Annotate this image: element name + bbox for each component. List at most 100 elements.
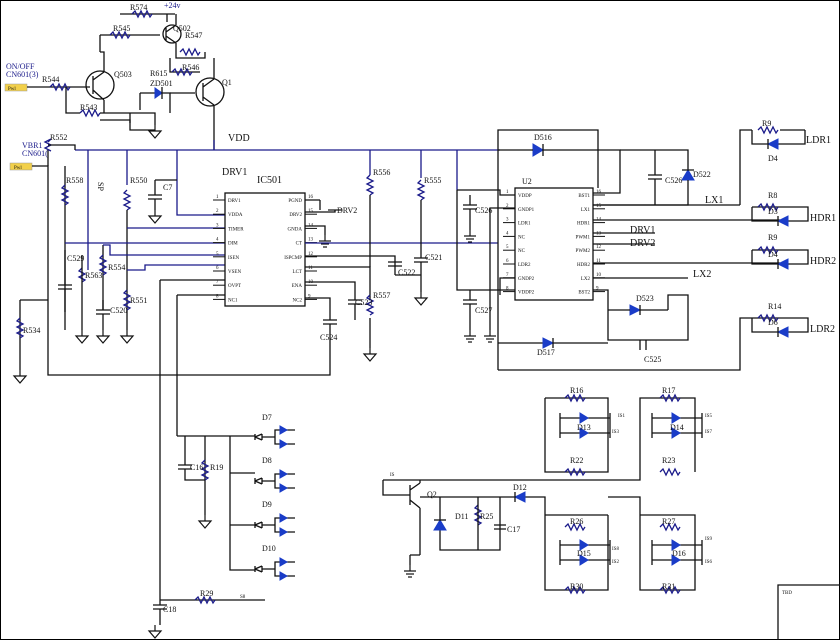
led-d10-symbol xyxy=(279,557,289,581)
u2-chip: 1VDDP2GNDP13LDR14NC5NC6LDR27GNDP28VDDP2 … xyxy=(503,187,605,301)
quad-led-14-symbol xyxy=(671,412,681,439)
diode-d6 xyxy=(776,326,789,338)
led-d7-symbol xyxy=(279,425,289,449)
led-d9-symbol xyxy=(279,513,289,537)
resistor-r30 xyxy=(564,585,586,595)
labels: R574 +24v R545 Q502 R547 ON/OFF CN601(3)… xyxy=(6,1,836,614)
u2-pin-signal: LDR1 xyxy=(518,222,531,227)
resistor-r550 xyxy=(122,189,132,211)
label-hdr2: HDR2 xyxy=(810,256,836,267)
resistor-r17 xyxy=(659,393,681,403)
label-is2: IS2 xyxy=(612,560,619,565)
u2-pin-signal: VDDP xyxy=(518,194,532,199)
u2-pin-signal: BST1 xyxy=(578,194,590,199)
resistor-r574 xyxy=(131,9,153,19)
ic501-pin-number: 10 xyxy=(308,280,314,285)
label-d9: D9 xyxy=(262,500,272,509)
u2-pin-signal: NC xyxy=(518,249,526,254)
ic501-pin-number: 1 xyxy=(216,195,219,200)
u2-pin-signal: GNDP2 xyxy=(518,277,535,282)
resistor-r9-mid xyxy=(757,245,779,255)
label-r574: R574 xyxy=(130,3,147,12)
label-r615: R615 xyxy=(150,69,167,78)
transistor-q503 xyxy=(85,70,115,100)
u2-pin-number: 15 xyxy=(596,204,602,209)
label-d517: D517 xyxy=(537,348,555,357)
label-c527: C527 xyxy=(475,306,492,315)
diode-d4-mid xyxy=(776,258,789,270)
u2-pin-signal: PWM2 xyxy=(576,249,591,254)
diode-d3 xyxy=(776,215,789,227)
label-r22: R22 xyxy=(570,456,583,465)
label-c16: C16 xyxy=(190,463,203,472)
ic501-pin-number: 12 xyxy=(308,252,314,257)
ic501-pin-signal: PGND xyxy=(288,199,302,204)
resistor-r534 xyxy=(15,317,25,339)
label-ldr2: LDR2 xyxy=(810,324,835,335)
diode-d523 xyxy=(629,304,642,316)
diode-d12 xyxy=(513,491,526,503)
u2-pin-number: 8 xyxy=(506,287,509,292)
label-onoff-conn: CN601(3) xyxy=(6,70,39,79)
ic501-pin-signal: TIMER xyxy=(228,227,244,232)
resistor-r27 xyxy=(659,522,681,532)
ic501-pin-signal: DRV1 xyxy=(228,199,241,204)
u2-pin-number: 11 xyxy=(596,259,601,264)
label-d16: D16 xyxy=(672,549,686,558)
label-d8: D8 xyxy=(262,456,272,465)
capacitor-c18 xyxy=(153,590,167,625)
resistor-r9-top xyxy=(757,125,779,135)
label-d15: D15 xyxy=(577,549,591,558)
resistor-r16 xyxy=(564,393,586,403)
u2-peripherals xyxy=(456,125,809,371)
ic501-pin-signal: LCT xyxy=(293,270,302,275)
capacitor-c525 xyxy=(639,340,647,350)
label-r31: R31 xyxy=(662,582,675,591)
label-is5: IS5 xyxy=(705,414,712,419)
label-r9-mid: R9 xyxy=(768,233,777,242)
ic501-pin-signal: GNDA xyxy=(288,227,303,232)
capacitor-c526 xyxy=(648,150,662,205)
resistor-r558 xyxy=(60,184,70,206)
resistor-r31 xyxy=(659,585,681,595)
capacitor-c529 xyxy=(58,250,72,312)
ic501-pin-signal: ENA xyxy=(292,284,303,289)
u2-pin-signal: BST2 xyxy=(578,291,590,296)
led-d9 xyxy=(254,517,295,533)
label-is1: IS1 xyxy=(618,414,625,419)
label-d523: D523 xyxy=(636,294,654,303)
ic501-pin-signal: DIM xyxy=(228,242,238,247)
resistor-r554 xyxy=(98,254,108,276)
label-r558: R558 xyxy=(66,176,83,185)
ic501-pin-number: 4 xyxy=(216,238,219,243)
diode-d4-top xyxy=(766,138,779,150)
ic501-pin-signal: OVPT xyxy=(228,284,241,289)
label-sp: SP xyxy=(96,182,105,191)
resistor-r551 xyxy=(122,289,132,311)
label-onoff: ON/OFF xyxy=(6,62,35,71)
label-is7: IS7 xyxy=(705,430,712,435)
label-r14: R14 xyxy=(768,302,781,311)
label-zd501: ZD501 xyxy=(150,79,173,88)
diode-d517 xyxy=(542,337,555,349)
resistor-r29 xyxy=(194,595,216,605)
resistor-r556 xyxy=(365,174,375,196)
u2-pin-signal: VDDP2 xyxy=(518,291,535,296)
resistor-r8 xyxy=(757,202,779,212)
label-r26: R26 xyxy=(570,517,583,526)
label-drv1-u2: DRV1 xyxy=(630,225,655,236)
label-r544: R544 xyxy=(42,75,59,84)
label-q503: Q503 xyxy=(114,70,132,79)
label-c529: C529 xyxy=(67,254,84,263)
label-r547: R547 xyxy=(185,31,202,40)
u2-pin-number: 5 xyxy=(506,245,509,250)
ic501-pin-signal: CT xyxy=(296,242,302,247)
label-r550: R550 xyxy=(130,176,147,185)
label-vbr1: VBR1 xyxy=(22,141,42,150)
capacitor-c520 xyxy=(96,300,110,330)
label-c523: C523 xyxy=(355,298,372,307)
label-24v: +24v xyxy=(164,1,181,10)
capacitor-c7 xyxy=(148,180,162,210)
label-d4-top: D4 xyxy=(768,154,778,163)
